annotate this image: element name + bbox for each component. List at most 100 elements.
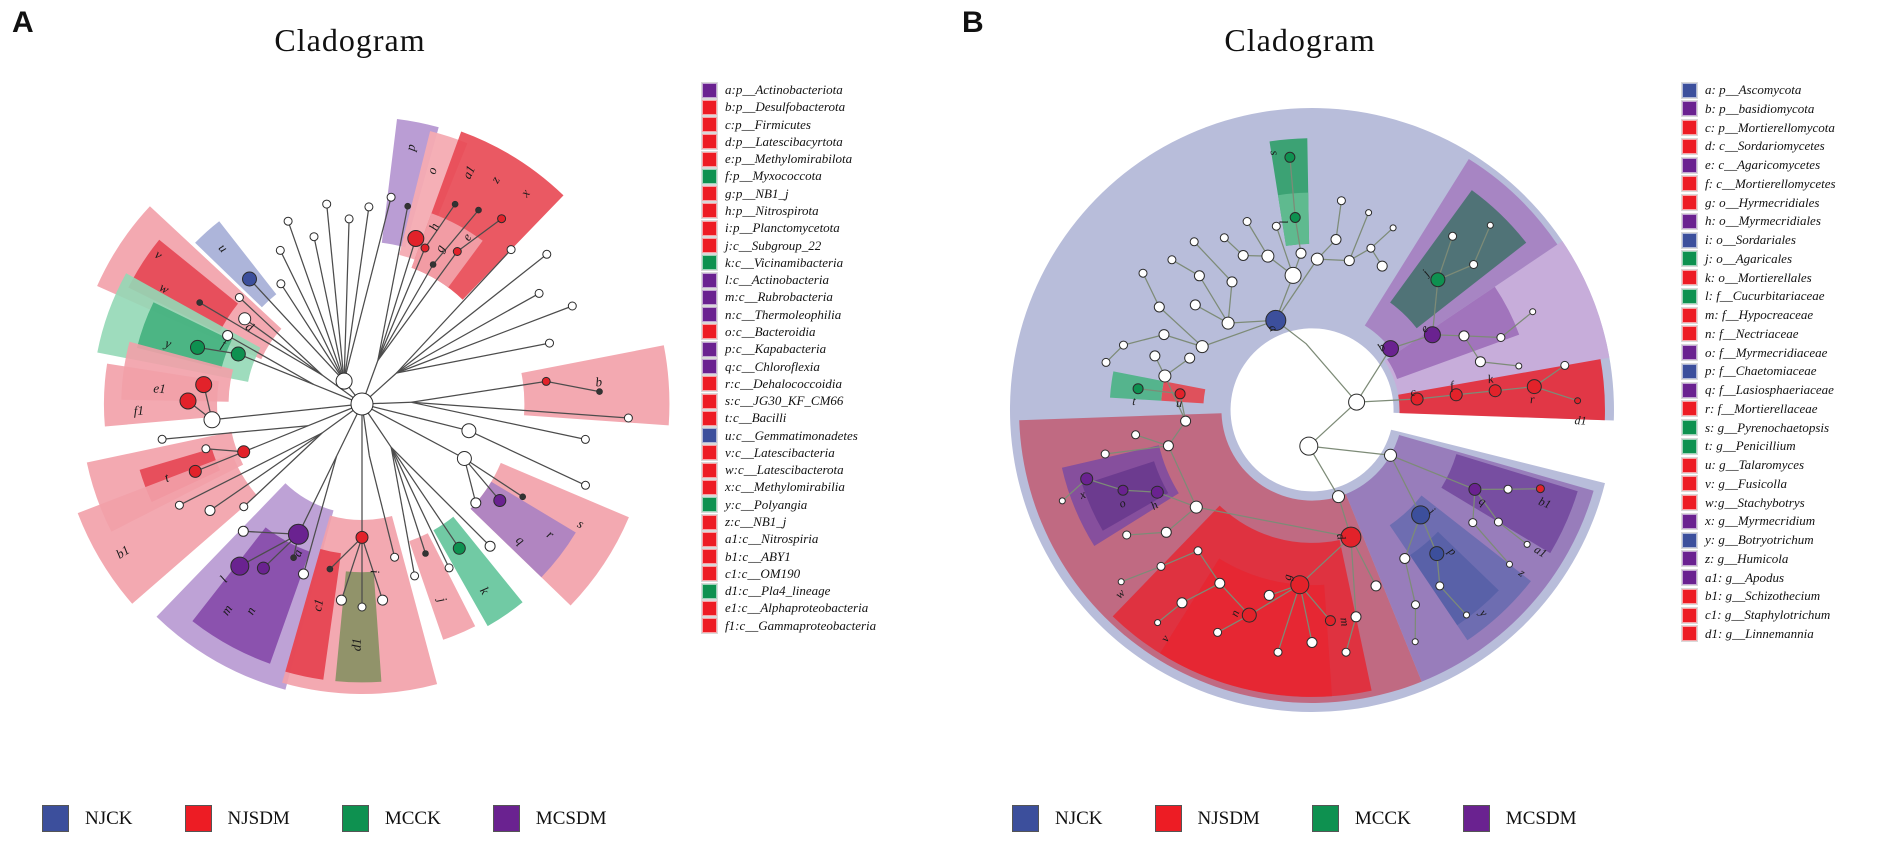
taxon-node bbox=[1176, 597, 1188, 609]
taxon-node bbox=[1332, 490, 1345, 504]
tree-edge bbox=[1246, 221, 1269, 257]
taxon-node bbox=[1448, 231, 1458, 241]
tree-edge bbox=[377, 206, 409, 361]
taxon-node bbox=[234, 293, 244, 302]
taxon-node bbox=[1411, 600, 1420, 610]
taxon-node bbox=[1193, 270, 1205, 282]
tree-edge bbox=[1456, 390, 1496, 396]
taxon-node bbox=[1156, 561, 1166, 571]
tree-edge bbox=[1196, 506, 1352, 538]
taxon-node bbox=[230, 556, 250, 576]
legend-label: w:g__Stachybotrys bbox=[1705, 494, 1805, 510]
legend-swatch bbox=[701, 358, 718, 375]
taxon-node bbox=[1382, 340, 1399, 358]
tree-edge bbox=[1167, 445, 1197, 508]
clade-label: l bbox=[1276, 219, 1290, 225]
legend-swatch bbox=[701, 150, 718, 168]
tree-edge bbox=[244, 318, 323, 376]
clade-wedge bbox=[1082, 461, 1169, 531]
legend-label: s:c__JG30_KF_CM66 bbox=[725, 393, 844, 409]
legend-swatch bbox=[1681, 550, 1698, 568]
legend-label: z: g__Humicola bbox=[1705, 550, 1789, 566]
taxon-node bbox=[1237, 250, 1249, 261]
legend-swatch bbox=[1681, 419, 1698, 436]
taxon-node bbox=[190, 339, 205, 355]
legend-swatch bbox=[701, 167, 718, 185]
legend-item: n: f__Nectriaceae bbox=[1681, 325, 1897, 343]
legend-item: v:c__Latescibacteria bbox=[701, 444, 942, 462]
legend-item: z:c__NB1_j bbox=[701, 513, 942, 531]
tree-edge bbox=[1163, 334, 1203, 348]
taxon-node bbox=[1423, 326, 1441, 344]
taxon-node bbox=[1496, 333, 1506, 342]
legend-item: w:c__Latescibacterota bbox=[701, 461, 942, 479]
tree-edge bbox=[287, 220, 345, 382]
taxon-node bbox=[444, 563, 454, 573]
tree-edge bbox=[396, 292, 540, 374]
group-label: MCCK bbox=[384, 807, 441, 829]
taxon-node bbox=[470, 497, 482, 509]
tree-edge bbox=[1201, 319, 1277, 348]
clade-label: j bbox=[434, 593, 450, 604]
tree-edge bbox=[1348, 212, 1370, 261]
taxon-node bbox=[1131, 430, 1141, 440]
taxon-node bbox=[364, 202, 374, 212]
taxon-node bbox=[1080, 472, 1094, 486]
taxon-node bbox=[429, 261, 437, 268]
legend-item: g:p__NB1_j bbox=[701, 185, 942, 203]
taxon-node bbox=[1474, 356, 1486, 368]
legend-item: e:p__Methylomirabilota bbox=[701, 150, 942, 168]
taxon-node bbox=[1213, 627, 1223, 637]
tree-edge bbox=[1390, 454, 1476, 490]
tree-edge bbox=[340, 537, 363, 601]
taxon-node bbox=[1463, 611, 1470, 619]
taxon-node bbox=[1153, 301, 1165, 313]
taxon-node bbox=[290, 554, 297, 562]
group-label: NJSDM bbox=[227, 807, 290, 829]
clade-label: n bbox=[1227, 608, 1242, 619]
taxon-node bbox=[1158, 329, 1170, 341]
taxon-node bbox=[1468, 482, 1482, 496]
legend-swatch bbox=[701, 530, 718, 548]
legend-swatch bbox=[1681, 362, 1698, 380]
panel-label: A bbox=[12, 6, 34, 39]
legend-item: b: p__basidiomycota bbox=[1681, 100, 1897, 118]
legend-label: i:p__Planctomycetota bbox=[725, 220, 840, 236]
legend-label: r: f__Mortierellaceae bbox=[1705, 400, 1818, 416]
legend-swatch bbox=[701, 306, 718, 324]
tree-edge bbox=[195, 451, 244, 472]
group-label: NJCK bbox=[85, 807, 133, 829]
tree-edge bbox=[1534, 386, 1578, 402]
legend-label: q: f__Lasiosphaeriaceae bbox=[1705, 382, 1834, 397]
taxon-node bbox=[201, 444, 211, 454]
tree-edge bbox=[1480, 361, 1519, 367]
legend-swatch bbox=[1681, 437, 1698, 455]
tree-edge bbox=[179, 432, 323, 506]
tree-edge bbox=[1294, 217, 1302, 254]
taxon-node bbox=[1370, 580, 1382, 592]
taxon-node bbox=[1058, 497, 1066, 505]
legend-swatch bbox=[1681, 531, 1698, 549]
legend-label: a: p__Ascomycota bbox=[1705, 82, 1802, 97]
taxon-node bbox=[1265, 309, 1287, 331]
legend-label: h: o__Myrmecridiales bbox=[1705, 213, 1821, 229]
taxon-node bbox=[157, 434, 167, 444]
tree-edge bbox=[1439, 585, 1467, 616]
taxon-node bbox=[196, 299, 203, 306]
legend-label: g:p__NB1_j bbox=[725, 185, 789, 201]
taxon-node bbox=[1158, 369, 1172, 383]
legend-item: l:c__Actinobacteria bbox=[701, 271, 942, 289]
tree-edge bbox=[377, 247, 426, 361]
taxon-node bbox=[1399, 553, 1411, 564]
legend-swatch bbox=[1681, 250, 1698, 268]
taxon-node bbox=[541, 376, 551, 386]
clade-label: e1 bbox=[153, 380, 166, 396]
legend-swatch bbox=[1681, 494, 1698, 511]
legend-swatch bbox=[701, 375, 718, 393]
legend-label: f:p__Myxococcota bbox=[725, 168, 822, 184]
tree-edge bbox=[313, 236, 345, 382]
legend-label: w:c__Latescibacterota bbox=[725, 462, 844, 478]
taxon-node bbox=[1435, 581, 1445, 591]
taxon-node bbox=[322, 199, 332, 209]
